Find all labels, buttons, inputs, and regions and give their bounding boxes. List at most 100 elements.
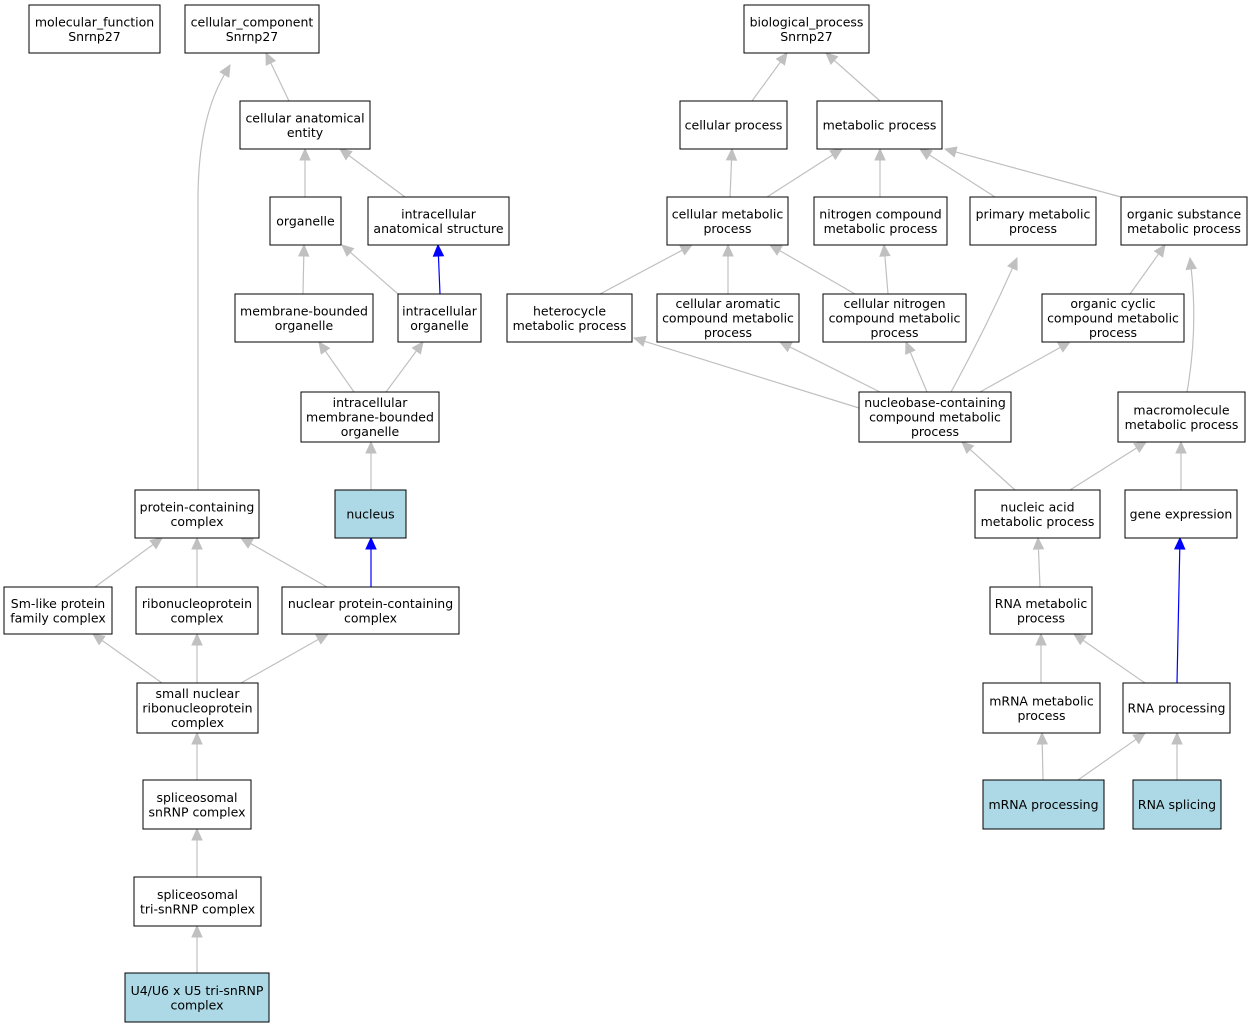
node-box[interactable] bbox=[1132, 779, 1222, 830]
node-box[interactable] bbox=[1120, 196, 1248, 246]
node-label-line: process bbox=[1009, 221, 1057, 236]
node-box[interactable] bbox=[124, 972, 270, 1023]
node-box[interactable] bbox=[656, 293, 800, 343]
node-box[interactable] bbox=[134, 489, 260, 539]
node-box[interactable] bbox=[982, 779, 1105, 830]
node-box[interactable] bbox=[239, 100, 371, 150]
go-term-node-mp[interactable]: metabolic process bbox=[816, 100, 943, 150]
go-term-node-nuc[interactable]: nucleus bbox=[334, 489, 407, 539]
node-label-line: process bbox=[1017, 708, 1065, 723]
node-box[interactable] bbox=[666, 196, 789, 246]
edge-line bbox=[1077, 738, 1137, 781]
edge-line bbox=[1176, 548, 1181, 684]
node-label-line: organelle bbox=[341, 424, 400, 439]
edge-arrowhead bbox=[1132, 732, 1146, 745]
node-box[interactable] bbox=[184, 4, 320, 54]
go-term-node-org[interactable]: organelle bbox=[269, 196, 342, 246]
node-label-line: Snrnp27 bbox=[68, 29, 121, 44]
node-box[interactable] bbox=[969, 196, 1097, 246]
edge-arrowhead bbox=[778, 341, 793, 353]
edge-line bbox=[644, 340, 860, 409]
node-box[interactable] bbox=[816, 100, 943, 150]
edge-line bbox=[766, 154, 834, 198]
node-box[interactable] bbox=[133, 876, 262, 927]
go-term-node-cp[interactable]: cellular process bbox=[679, 100, 788, 150]
node-label-line: Snrnp27 bbox=[780, 29, 833, 44]
node-box[interactable] bbox=[397, 293, 482, 343]
edge-mrnap-to-rnap bbox=[1077, 732, 1146, 781]
edge-smpfc-to-pcc bbox=[94, 537, 163, 588]
node-label-line: process bbox=[870, 325, 918, 340]
node-box[interactable] bbox=[136, 682, 259, 734]
node-box[interactable] bbox=[1124, 489, 1238, 539]
node-box[interactable] bbox=[989, 586, 1093, 635]
node-box[interactable] bbox=[1117, 391, 1246, 443]
node-box[interactable] bbox=[982, 682, 1101, 734]
edge-line bbox=[385, 350, 417, 393]
go-term-node-rnap[interactable]: RNA processing bbox=[1122, 682, 1231, 734]
go-term-node-ge[interactable]: gene expression bbox=[1124, 489, 1238, 539]
edge-arrowhead bbox=[825, 52, 839, 65]
node-box[interactable] bbox=[3, 586, 113, 635]
node-box[interactable] bbox=[822, 293, 967, 343]
edge-rnap-to-ge bbox=[1173, 536, 1186, 684]
node-box[interactable] bbox=[281, 586, 460, 635]
node-label-line: small nuclear bbox=[156, 686, 241, 701]
edge-line bbox=[779, 249, 856, 295]
node-box[interactable] bbox=[234, 293, 374, 343]
node-box[interactable] bbox=[743, 4, 870, 54]
node-box[interactable] bbox=[858, 391, 1012, 443]
node-box[interactable] bbox=[813, 196, 948, 246]
node-box[interactable] bbox=[334, 489, 407, 539]
node-label-line: cellular nitrogen bbox=[843, 296, 945, 311]
node-label-line: intracellular bbox=[401, 206, 477, 221]
edge-line bbox=[950, 267, 1014, 393]
node-box[interactable] bbox=[679, 100, 788, 150]
node-box[interactable] bbox=[506, 293, 633, 343]
edge-nccmp-to-cacmp bbox=[778, 341, 881, 393]
node-box[interactable] bbox=[28, 4, 161, 54]
node-box[interactable] bbox=[1122, 682, 1231, 734]
node-box[interactable] bbox=[300, 391, 440, 443]
node-box[interactable] bbox=[269, 196, 342, 246]
node-box[interactable] bbox=[367, 196, 510, 246]
go-term-node-rnas[interactable]: RNA splicing bbox=[1132, 779, 1222, 830]
go-term-node-mrnap[interactable]: mRNA processing bbox=[982, 779, 1105, 830]
edge-namp-to-nccmp bbox=[961, 441, 1016, 491]
node-box[interactable] bbox=[974, 489, 1101, 539]
node-label-line: nucleus bbox=[346, 507, 394, 522]
node-box[interactable] bbox=[135, 586, 259, 635]
node-box[interactable] bbox=[1041, 293, 1185, 343]
edge-line bbox=[1186, 268, 1195, 393]
node-box[interactable] bbox=[142, 779, 252, 830]
